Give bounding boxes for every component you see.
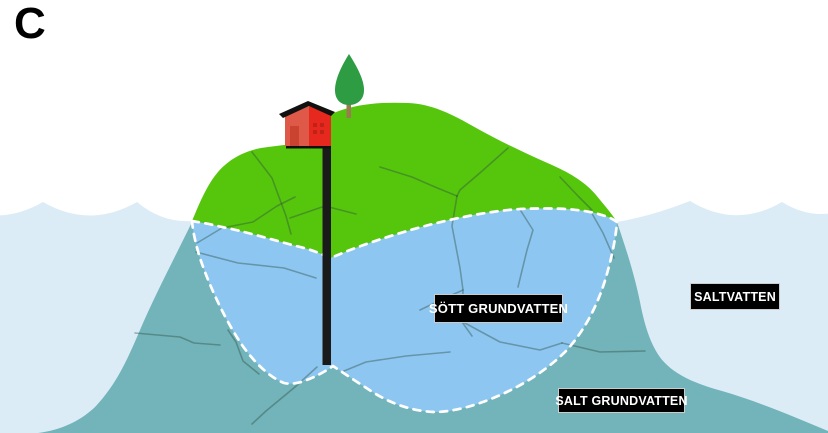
label-saltwater: SALTVATTEN	[690, 283, 780, 310]
figure-letter: C	[14, 0, 46, 48]
tree-trunk	[346, 98, 351, 118]
label-fresh-groundwater: SÖTT GRUNDVATTEN	[429, 294, 568, 323]
tree-foliage	[335, 54, 364, 105]
house-roof	[279, 101, 335, 118]
crack-lines	[134, 147, 646, 425]
house-foundation	[286, 144, 331, 149]
house-window	[313, 123, 324, 134]
lens-boundary-dashed-line	[190, 207, 619, 414]
house	[279, 101, 335, 149]
tree	[335, 54, 364, 118]
fresh-groundwater-lens	[192, 208, 617, 412]
house-door	[290, 126, 299, 146]
label-salt-groundwater: SALT GRUNDVATTEN	[555, 388, 687, 413]
well-pipe	[322, 145, 331, 365]
